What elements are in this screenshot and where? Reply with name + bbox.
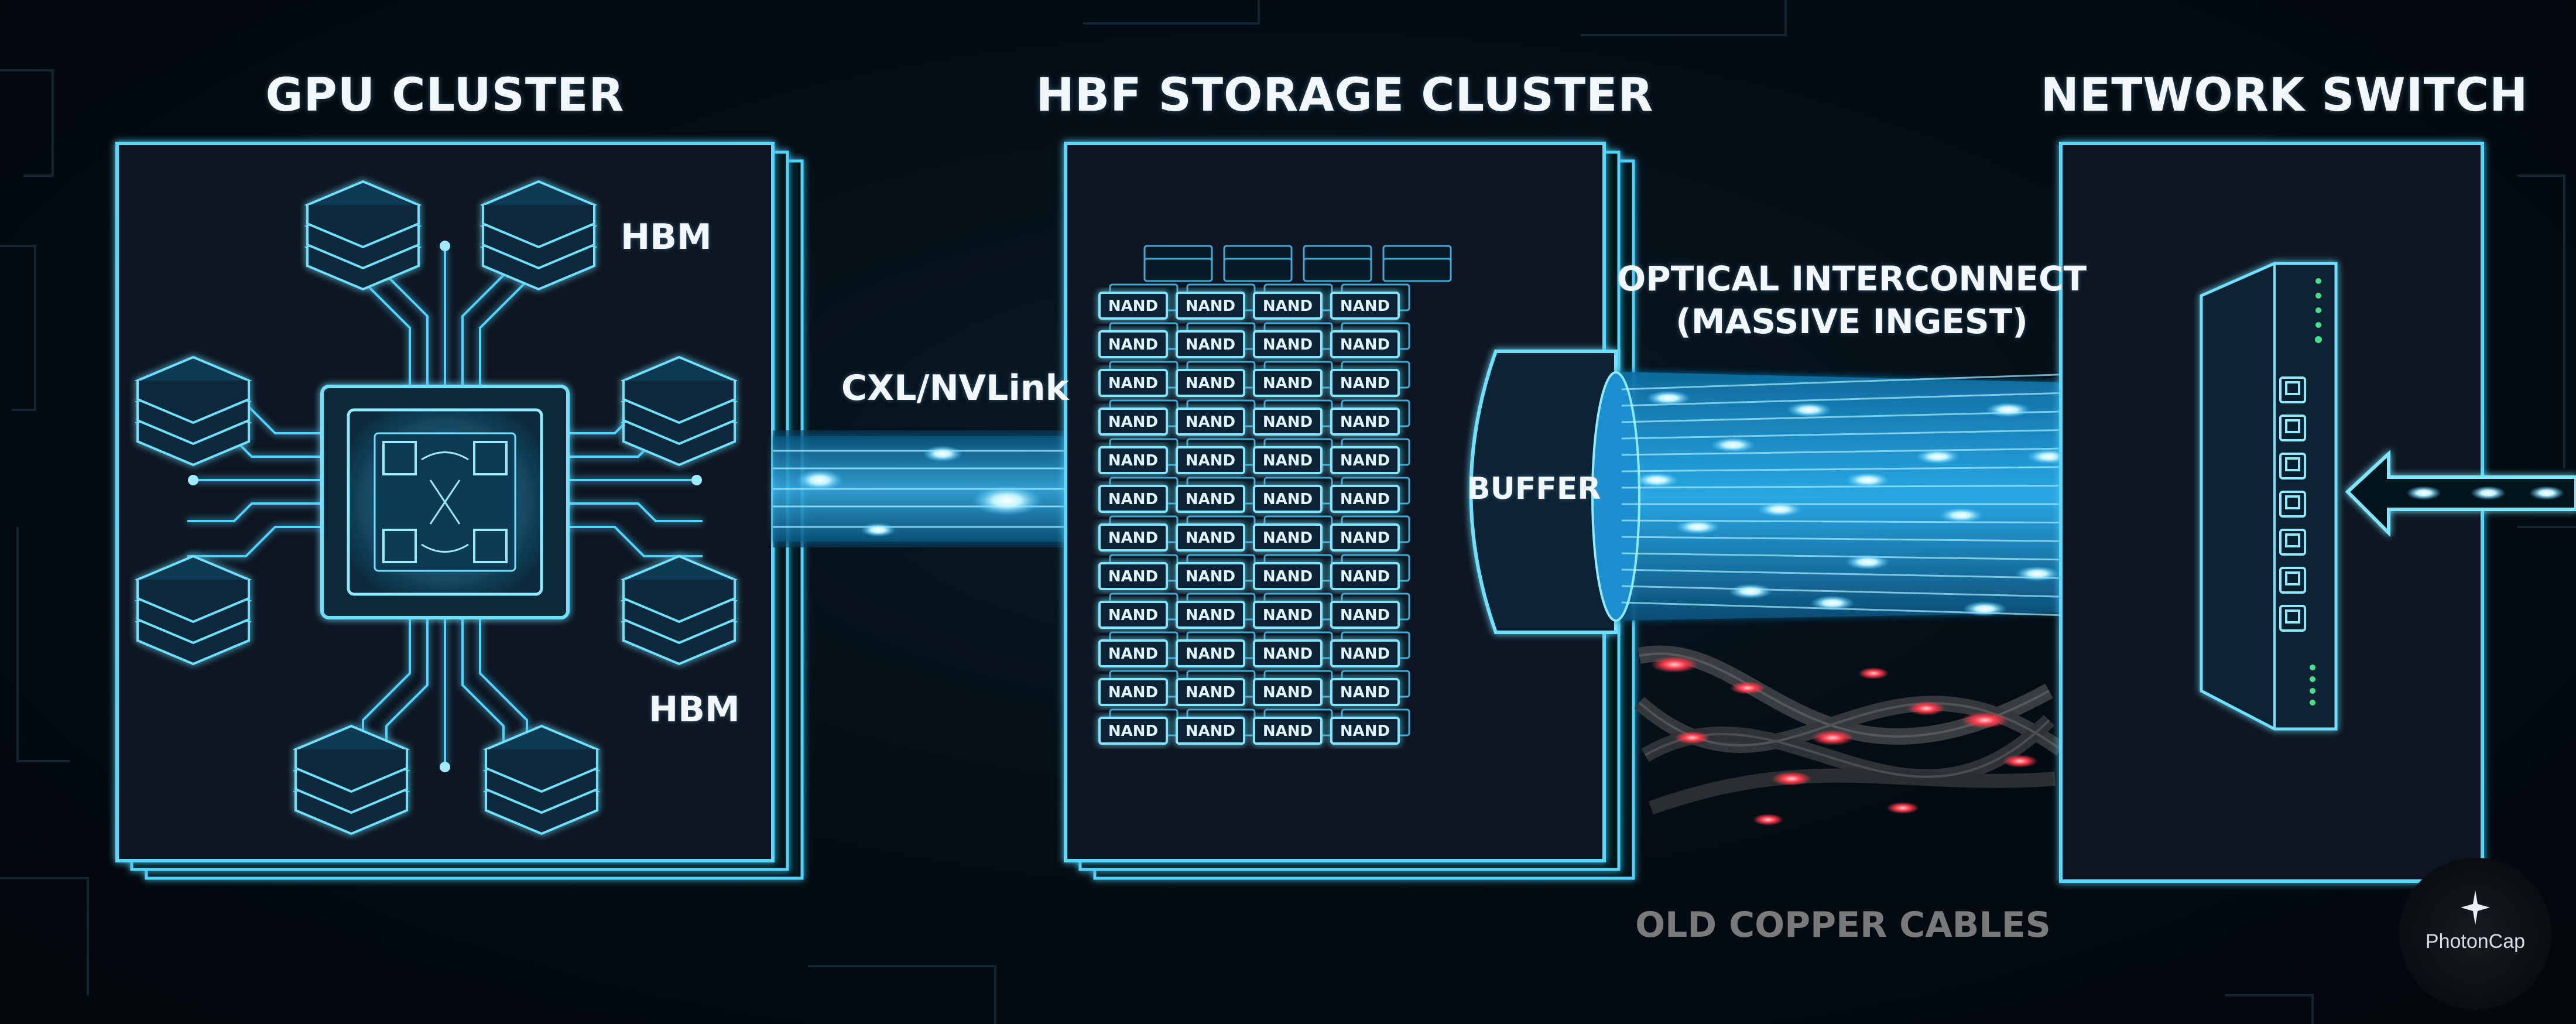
nand-chip-label: NAND (1177, 645, 1244, 663)
nand-chip-label: NAND (1331, 722, 1399, 740)
nand-chip-label: NAND (1177, 297, 1244, 315)
nand-chip-label: NAND (1331, 413, 1399, 431)
nand-chip-label: NAND (1254, 336, 1321, 354)
hbm-stack-icon (624, 556, 735, 664)
nand-chip-label: NAND (1177, 607, 1244, 624)
nand-chip-label: NAND (1254, 684, 1321, 701)
gpu-chip (322, 386, 568, 618)
nand-chip-back (1145, 259, 1212, 281)
nand-chip-label: NAND (1254, 722, 1321, 740)
nand-chip-label: NAND (1177, 375, 1244, 392)
nand-chip-label: NAND (1177, 491, 1244, 508)
nand-chip-label: NAND (1177, 722, 1244, 740)
nand-chip-label: NAND (1254, 607, 1321, 624)
storage-cluster-title: HBF STORAGE CLUSTER (1036, 69, 1654, 122)
hbm-label-bottom: HBM (649, 689, 740, 730)
massive-ingest-label: (MASSIVE INGEST) (1676, 302, 2028, 341)
nand-chip-label: NAND (1331, 568, 1399, 585)
nand-chip-back (1304, 259, 1371, 281)
nand-chip-label: NAND (1254, 568, 1321, 585)
network-switch-title: NETWORK SWITCH (2041, 69, 2529, 122)
nand-chip-label: NAND (1331, 607, 1399, 624)
hbm-stack-icon (138, 556, 249, 664)
hbm-stack-icon (483, 181, 594, 289)
nand-chip-label: NAND (1099, 413, 1167, 431)
gpu-cluster-title: GPU CLUSTER (266, 69, 625, 122)
nand-chip-label: NAND (1254, 491, 1321, 508)
nand-chip-label: NAND (1254, 645, 1321, 663)
copper-cables (1639, 653, 2061, 826)
nand-chip-label: NAND (1177, 413, 1244, 431)
logo-text: PhotonCap (2399, 930, 2551, 953)
hbm-stack-icon (296, 726, 407, 834)
optical-interconnect-label: OPTICAL INTERCONNECT (1617, 259, 2087, 299)
nand-chip-label: NAND (1099, 336, 1167, 354)
nand-chip-label: NAND (1331, 491, 1399, 508)
nand-chip-label: NAND (1099, 297, 1167, 315)
copper-cables-label: OLD COPPER CABLES (1635, 905, 2051, 946)
nand-chip-label: NAND (1099, 529, 1167, 547)
nand-chip-label: NAND (1099, 452, 1167, 470)
nand-chip-label: NAND (1254, 529, 1321, 547)
nand-chip-back (1383, 259, 1451, 281)
hbm-stack-icon (486, 726, 597, 834)
nand-chip-label: NAND (1099, 568, 1167, 585)
cxl-nvlink-beam (773, 430, 1071, 547)
nand-chip-label: NAND (1331, 645, 1399, 663)
nand-chip-label: NAND (1254, 375, 1321, 392)
nand-chip-label: NAND (1331, 375, 1399, 392)
nand-chip-label: NAND (1254, 413, 1321, 431)
nand-chip-label: NAND (1331, 452, 1399, 470)
nand-chip-label: NAND (1331, 297, 1399, 315)
sparkle-icon (2461, 890, 2490, 925)
hbm-stack-icon (307, 181, 419, 289)
nand-chip-label: NAND (1177, 336, 1244, 354)
hbm-stack-icon (624, 357, 735, 465)
cxl-nvlink-label: CXL/NVLink (841, 368, 1069, 409)
nand-chip-label: NAND (1099, 607, 1167, 624)
network-switch-panel (2061, 143, 2576, 881)
nand-chip-label: NAND (1177, 684, 1244, 701)
nand-chip-label: NAND (1177, 529, 1244, 547)
nand-chip-label: NAND (1099, 645, 1167, 663)
nand-chip-label: NAND (1177, 452, 1244, 470)
nand-chip-label: NAND (1331, 529, 1399, 547)
nand-chip-label: NAND (1331, 336, 1399, 354)
switch-device (2201, 263, 2336, 729)
hbm-label-top: HBM (621, 217, 712, 258)
nand-chip-label: NAND (1254, 452, 1321, 470)
nand-chip-label: NAND (1099, 375, 1167, 392)
nand-chip-label: NAND (1331, 684, 1399, 701)
nand-chip-label: NAND (1254, 297, 1321, 315)
nand-chip-label: NAND (1099, 722, 1167, 740)
hbm-stack-icon (138, 357, 249, 465)
nand-chip-label: NAND (1099, 491, 1167, 508)
nand-chip-label: NAND (1177, 568, 1244, 585)
buffer-label: BUFFER (1467, 471, 1601, 506)
photoncap-logo: PhotonCap (2399, 858, 2551, 1010)
nand-chip-label: NAND (1099, 684, 1167, 701)
nand-chip-back (1224, 259, 1292, 281)
